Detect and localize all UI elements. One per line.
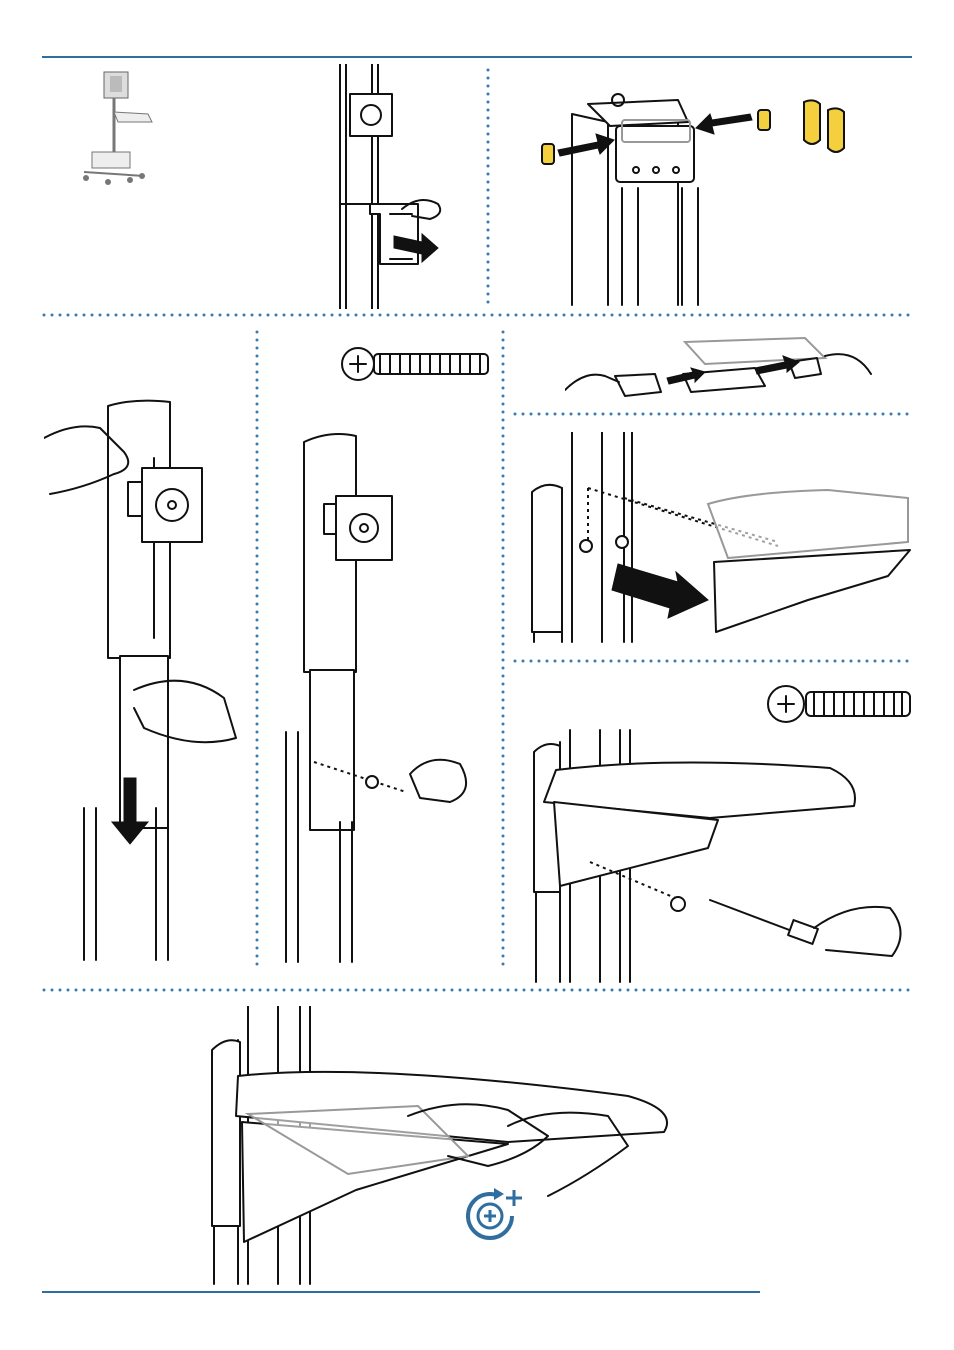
- rotate-plus-icon: [468, 1188, 522, 1238]
- tray-icon: [565, 334, 875, 410]
- column-icon: [330, 64, 460, 309]
- figure-fasten-tray: [530, 672, 914, 984]
- figure-tray-bracket: [565, 334, 875, 410]
- figure-cart-overview: [78, 68, 160, 190]
- cart-icon: [78, 68, 160, 190]
- tray-icon: [208, 1006, 678, 1286]
- hand-icon: [44, 398, 254, 963]
- figure-lower-column: [44, 398, 254, 963]
- screw-icon: [280, 332, 495, 964]
- figure-insert-screw: [280, 332, 495, 964]
- figure-tighten: [208, 1006, 678, 1286]
- figure-attach-tray: [528, 432, 913, 644]
- screwdriver-icon: [530, 672, 914, 984]
- bumper-icon: [538, 92, 858, 307]
- figure-bumpers: [538, 92, 858, 307]
- tray-icon: [528, 432, 913, 644]
- figure-remove-cover: [330, 64, 460, 309]
